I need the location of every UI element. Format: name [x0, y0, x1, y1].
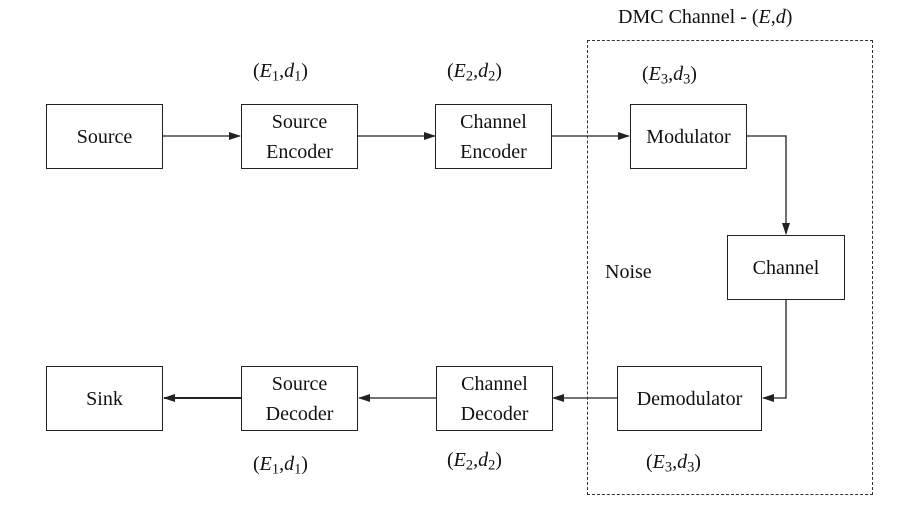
param-label-e2-d2-top: (E2,d2) [447, 60, 502, 85]
sink-block: Sink [46, 366, 163, 431]
arrow-modulator-to-channel [747, 135, 790, 235]
dmc-channel-title: DMC Channel - (E,d) [618, 6, 793, 28]
noise-label: Noise [605, 261, 652, 283]
param-label-e3-d3-bottom: (E3,d3) [646, 451, 701, 476]
source-block: Source [46, 104, 163, 169]
source-encoder-block: Source Encoder [241, 104, 358, 169]
channel-block: Channel [727, 235, 845, 300]
channel-encoder-block: Channel Encoder [435, 104, 552, 169]
param-label-e1-d1-bottom: (E1,d1) [253, 453, 308, 478]
source-decoder-block: Source Decoder [241, 366, 358, 431]
arrow-channel-to-demodulator [762, 299, 787, 402]
param-label-e3-d3-top: (E3,d3) [642, 63, 697, 88]
modulator-block: Modulator [630, 104, 747, 169]
dmc-channel-boundary [587, 40, 873, 495]
param-label-e1-d1-top: (E1,d1) [253, 60, 308, 85]
demodulator-block: Demodulator [617, 366, 762, 431]
param-label-e2-d2-bottom: (E2,d2) [447, 449, 502, 474]
channel-decoder-block: Channel Decoder [436, 366, 553, 431]
